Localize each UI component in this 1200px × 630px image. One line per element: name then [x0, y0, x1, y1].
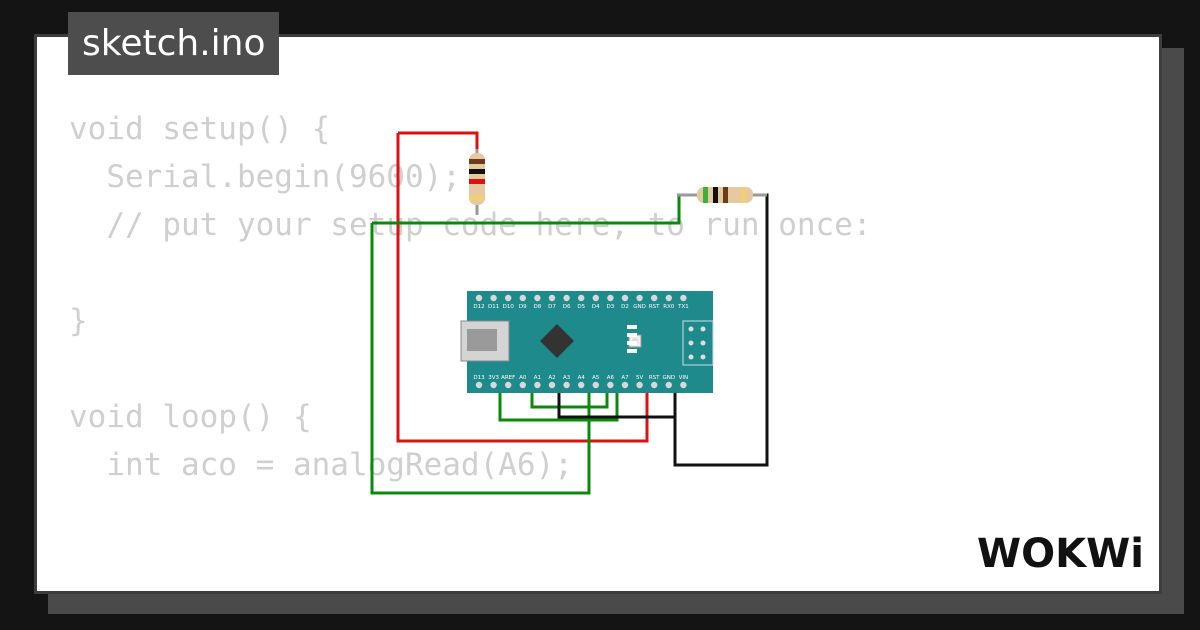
- header-pin: [665, 381, 672, 389]
- header-pin: [607, 294, 614, 302]
- header-pin: [534, 294, 541, 302]
- resistor-vertical: [469, 149, 485, 215]
- wire-green-a1: [530, 384, 609, 409]
- pin-label: A7: [621, 375, 629, 381]
- pin-label: VIN: [679, 375, 689, 381]
- pin-label: A2: [548, 375, 555, 381]
- header-pin: [563, 381, 570, 389]
- code-line: Serial.begin(9600);: [69, 159, 461, 195]
- pin-label: D3: [607, 304, 615, 310]
- pin-label: TX1: [677, 304, 689, 310]
- pin-label: RST: [649, 375, 660, 381]
- code-line: }: [69, 303, 88, 339]
- header-pin: [636, 294, 643, 302]
- header-pin: [519, 294, 526, 302]
- header-pin: [578, 294, 585, 302]
- header-pin: [505, 294, 512, 302]
- wire-green-top: [372, 193, 697, 225]
- header-pin: [651, 381, 658, 389]
- pin-label: A5: [592, 375, 600, 381]
- pin-label: D12: [473, 304, 484, 310]
- wire-red-5v: [396, 133, 649, 443]
- pin-label: D11: [488, 304, 499, 310]
- resistor-horizontal: [677, 187, 767, 203]
- header-pin: [665, 294, 672, 302]
- header-pin: [607, 381, 614, 389]
- header-pin: [548, 294, 556, 302]
- code-line: void loop() {: [69, 399, 312, 435]
- wire-green-outer: [370, 223, 591, 495]
- header-pin: [578, 381, 585, 389]
- svg-text:WOKWi: WOKWi: [977, 531, 1144, 577]
- code-line: // put your setup code here, to run once…: [69, 207, 872, 243]
- led-rx: [627, 333, 637, 337]
- pin-label: RST: [649, 304, 660, 310]
- header-pin: [534, 381, 541, 389]
- header-pin: [490, 381, 497, 389]
- header-pin: [592, 294, 599, 302]
- header-pin: [475, 381, 483, 389]
- header-pin: [621, 294, 629, 302]
- pin-label: GND: [662, 375, 675, 381]
- header-pin: [475, 294, 483, 302]
- pin-label: A6: [607, 375, 615, 381]
- led-pwr: [627, 341, 637, 345]
- header-pin: [519, 381, 526, 389]
- pin-label: AREF: [501, 375, 515, 381]
- pin-label: D7: [548, 304, 556, 310]
- code-line: int aco = analogRead(A6);: [69, 447, 573, 483]
- pin-label: D9: [519, 304, 527, 310]
- pin-label: A3: [563, 375, 571, 381]
- pin-label: A4: [578, 375, 586, 381]
- pin-label: D4: [592, 304, 600, 310]
- header-pin: [563, 294, 570, 302]
- icsp-header: [682, 320, 714, 366]
- header-pin: [592, 381, 599, 389]
- header-pin: [621, 381, 629, 389]
- wire-red-top: [398, 131, 479, 149]
- header-pin: [651, 294, 658, 302]
- pin-label: RX0: [663, 304, 675, 310]
- preview-card: void setup() { Serial.begin(9600); // pu…: [34, 34, 1162, 594]
- pin-label: A0: [519, 375, 527, 381]
- pin-label: D2: [621, 304, 629, 310]
- pin-label: D5: [577, 304, 585, 310]
- pin-label: A1: [534, 375, 541, 381]
- microcontroller-chip: [540, 324, 574, 358]
- header-pin: [636, 381, 643, 389]
- header-pin: [680, 294, 687, 302]
- pin-label: 5V: [636, 375, 643, 381]
- pin-label: D10: [503, 304, 515, 310]
- filename-tab: sketch.ino: [68, 12, 280, 75]
- usb-port: [467, 329, 497, 351]
- wire-green-a0: [498, 384, 619, 422]
- header-pin: [490, 294, 497, 302]
- header-pin: [505, 381, 512, 389]
- pin-label: GND: [633, 304, 646, 310]
- led-l: [627, 349, 637, 353]
- header-pin: [548, 381, 556, 389]
- pin-label: D8: [534, 304, 542, 310]
- led-tx: [627, 325, 637, 329]
- code-line: void setup() {: [69, 111, 331, 147]
- header-pin: [680, 381, 687, 389]
- code-editor: void setup() { Serial.begin(9600); // pu…: [69, 105, 965, 591]
- pin-label: 3V3: [488, 375, 499, 381]
- pin-label: D13: [473, 375, 485, 381]
- pin-label: D6: [563, 304, 571, 310]
- wokwi-logo: WOKWi: [977, 531, 1144, 577]
